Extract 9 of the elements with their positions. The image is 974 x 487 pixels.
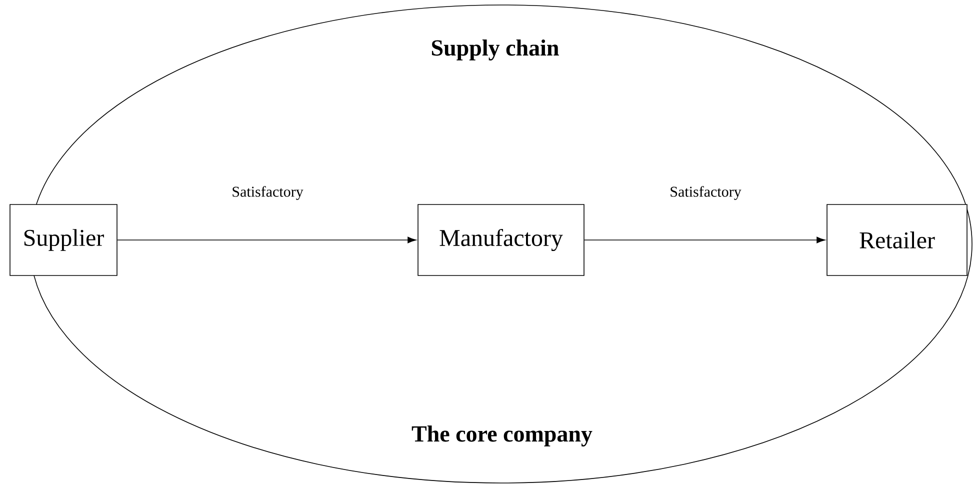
- process-box: Retailer: [826, 204, 968, 276]
- heading: The core company: [412, 426, 592, 446]
- process-box: Supplier: [10, 204, 118, 276]
- process-box: Manufactory: [418, 204, 584, 276]
- edge-label: Satisfactory: [670, 186, 742, 200]
- arrow: [117, 236, 416, 244]
- edge-label: Satisfactory: [232, 186, 304, 200]
- arrow: [584, 236, 826, 244]
- heading: Supply chain: [432, 40, 559, 60]
